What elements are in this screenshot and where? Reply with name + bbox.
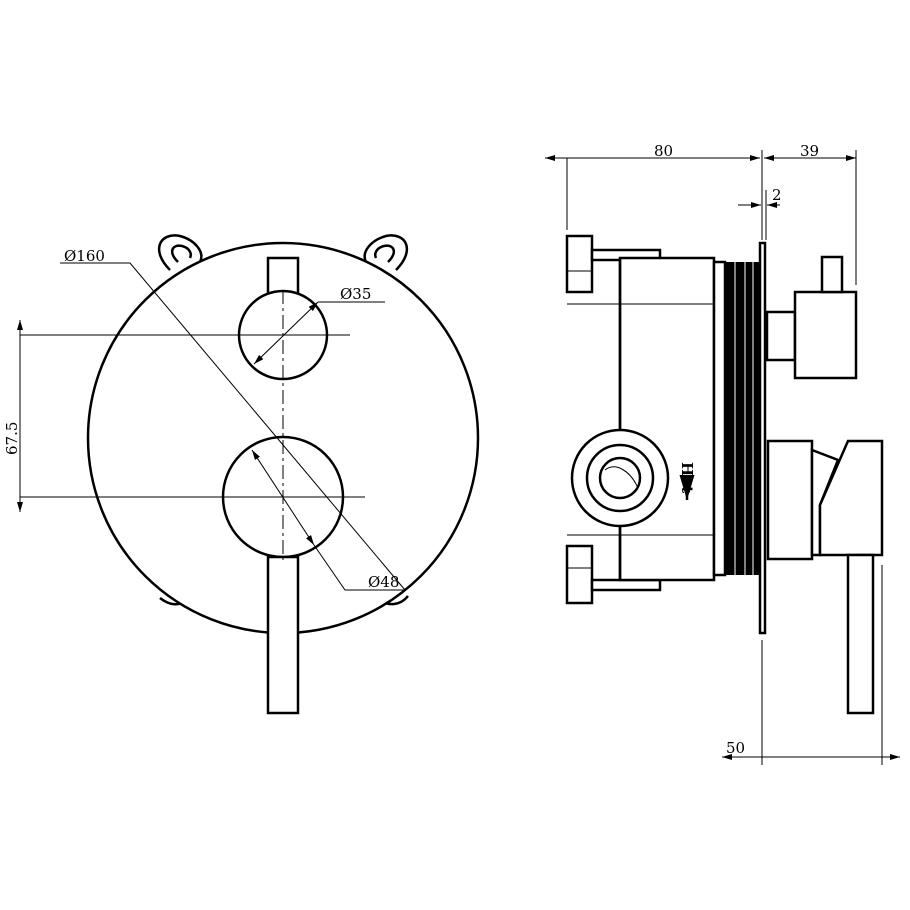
threaded-sleeve xyxy=(725,262,761,575)
dim-plate-diameter: Ø160 xyxy=(64,247,105,265)
front-view: Ø160 Ø35 67.5 Ø48 xyxy=(3,234,480,715)
dim-plate-thickness: 2 xyxy=(772,186,782,204)
dim-lever-projection: 50 xyxy=(726,739,745,757)
mixer-lever xyxy=(266,555,300,715)
dim-bottom-handle-diameter: Ø48 xyxy=(368,573,399,591)
dim-center-distance: 67.5 xyxy=(3,422,21,455)
dim-top-handle-diameter: Ø35 xyxy=(340,285,371,303)
mounting-ear-left xyxy=(158,234,203,271)
valve-body xyxy=(618,256,716,582)
side-view: Hot 80 39 2 50 xyxy=(545,142,900,765)
dim-handle-projection: 39 xyxy=(800,142,819,160)
mounting-ear-right xyxy=(363,234,408,271)
cover-plate-edge xyxy=(758,241,767,635)
dim-body-depth: 80 xyxy=(654,142,673,160)
